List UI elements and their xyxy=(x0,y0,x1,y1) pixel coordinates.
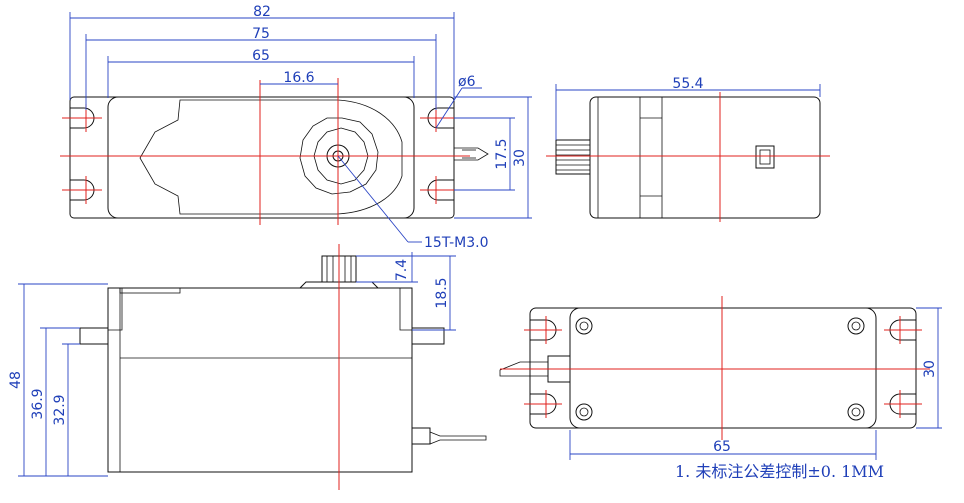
dim-overall-width: 82 xyxy=(253,4,271,20)
output-gear-inner xyxy=(313,127,369,185)
top-view-body xyxy=(107,96,415,219)
bottom-view: 65 30 xyxy=(499,296,942,460)
bottom-screw-head xyxy=(851,407,861,417)
side-view-spline xyxy=(555,139,591,175)
bottom-view-cable xyxy=(499,361,548,377)
top-view: 82 75 65 16.6 ø6 17.5 30 15T-M3.0 xyxy=(60,4,532,251)
right-side-view: 55.4 xyxy=(546,76,830,222)
front-view-cover xyxy=(399,287,412,331)
dim-body-width: 65 xyxy=(252,48,270,64)
dim-body-lower-height: 32.9 xyxy=(52,394,68,425)
bottom-screw xyxy=(575,403,593,421)
top-view-cable xyxy=(454,147,489,161)
bottom-screw-head xyxy=(579,321,589,331)
top-view-flange-outline xyxy=(69,96,455,219)
bottom-screw xyxy=(847,403,865,421)
connector-pin xyxy=(759,149,771,165)
bottom-screw-head xyxy=(851,321,861,331)
dim-bottom-body-width: 65 xyxy=(713,439,731,455)
dim-top-width: 30 xyxy=(512,149,528,167)
front-view-left-flange xyxy=(79,327,108,345)
dim-bottom-width: 30 xyxy=(922,360,938,378)
dim-hole-diameter: ø6 xyxy=(458,74,476,90)
bottom-screw xyxy=(847,317,865,335)
front-view-top-seam xyxy=(119,287,181,294)
bottom-screw xyxy=(575,317,593,335)
top-view-case-profile xyxy=(139,99,403,215)
output-gear-outline xyxy=(299,117,379,195)
bottom-view-dimensions xyxy=(569,307,942,460)
dim-shaft-offset: 16.6 xyxy=(283,70,314,86)
dim-total-height: 48 xyxy=(8,371,24,389)
front-view-cable xyxy=(429,431,487,445)
bottom-screw-head xyxy=(579,407,589,417)
side-view-body xyxy=(589,96,821,219)
side-view-connector xyxy=(755,145,775,169)
front-view-cable-grommet xyxy=(411,427,431,445)
front-view-body xyxy=(107,287,413,473)
dim-hole-pitch: 17.5 xyxy=(494,138,510,169)
front-view-dimensions xyxy=(18,252,456,477)
tolerance-note: 1. 未标注公差控制±0. 1MM xyxy=(675,462,884,481)
bottom-view-body xyxy=(569,307,877,429)
front-view-cover xyxy=(108,287,123,331)
front-view-right-flange xyxy=(412,327,445,345)
spline-callout: 15T-M3.0 xyxy=(424,235,488,251)
dim-spline-height: 7.4 xyxy=(394,259,410,281)
dim-flange-height: 36.9 xyxy=(30,388,46,419)
dim-top-height: 18.5 xyxy=(434,277,450,308)
side-view-dimensions xyxy=(555,84,821,140)
top-view-dimensions xyxy=(69,12,532,243)
dim-side-length: 55.4 xyxy=(672,76,703,92)
front-view: 7.4 18.5 48 36.9 32.9 xyxy=(8,244,487,490)
dim-hole-spacing: 75 xyxy=(252,26,270,42)
